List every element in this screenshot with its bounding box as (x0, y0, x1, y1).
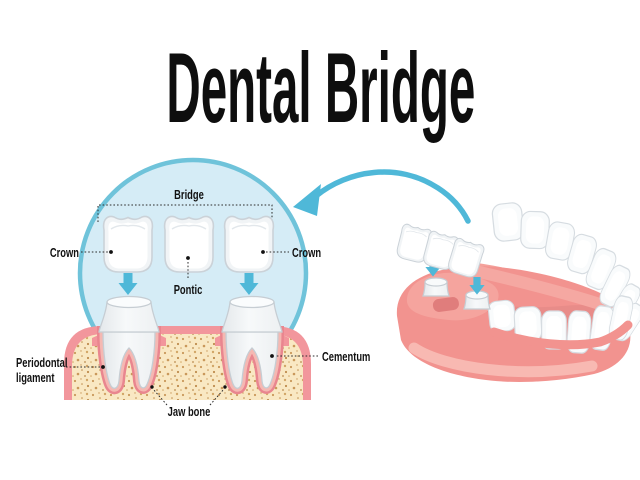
bridge-bracket (97, 204, 273, 229)
leader-dots (101, 250, 274, 389)
prepared-tooth-stump (422, 277, 450, 297)
label-pontic: Pontic (173, 282, 203, 297)
curved-arrow-icon (293, 169, 471, 224)
label-periodontal-ligament: Periodontal ligament (16, 355, 68, 385)
jaw-illustration (394, 201, 640, 382)
page-title: Dental Bridge (166, 32, 476, 143)
label-crown-left: Crown (49, 245, 79, 260)
crown-right-tooth (223, 215, 275, 273)
label-bridge: Bridge (174, 187, 204, 202)
bone-cross-section (64, 297, 311, 400)
label-cementum: Cementum (322, 349, 371, 364)
label-crown-right: Crown (292, 245, 322, 260)
label-jaw-bone: Jaw bone (167, 404, 211, 419)
pontic-tooth (163, 215, 215, 273)
leader-lines (66, 251, 318, 406)
missing-tooth-socket (432, 297, 459, 312)
crown-left-tooth (102, 215, 154, 273)
